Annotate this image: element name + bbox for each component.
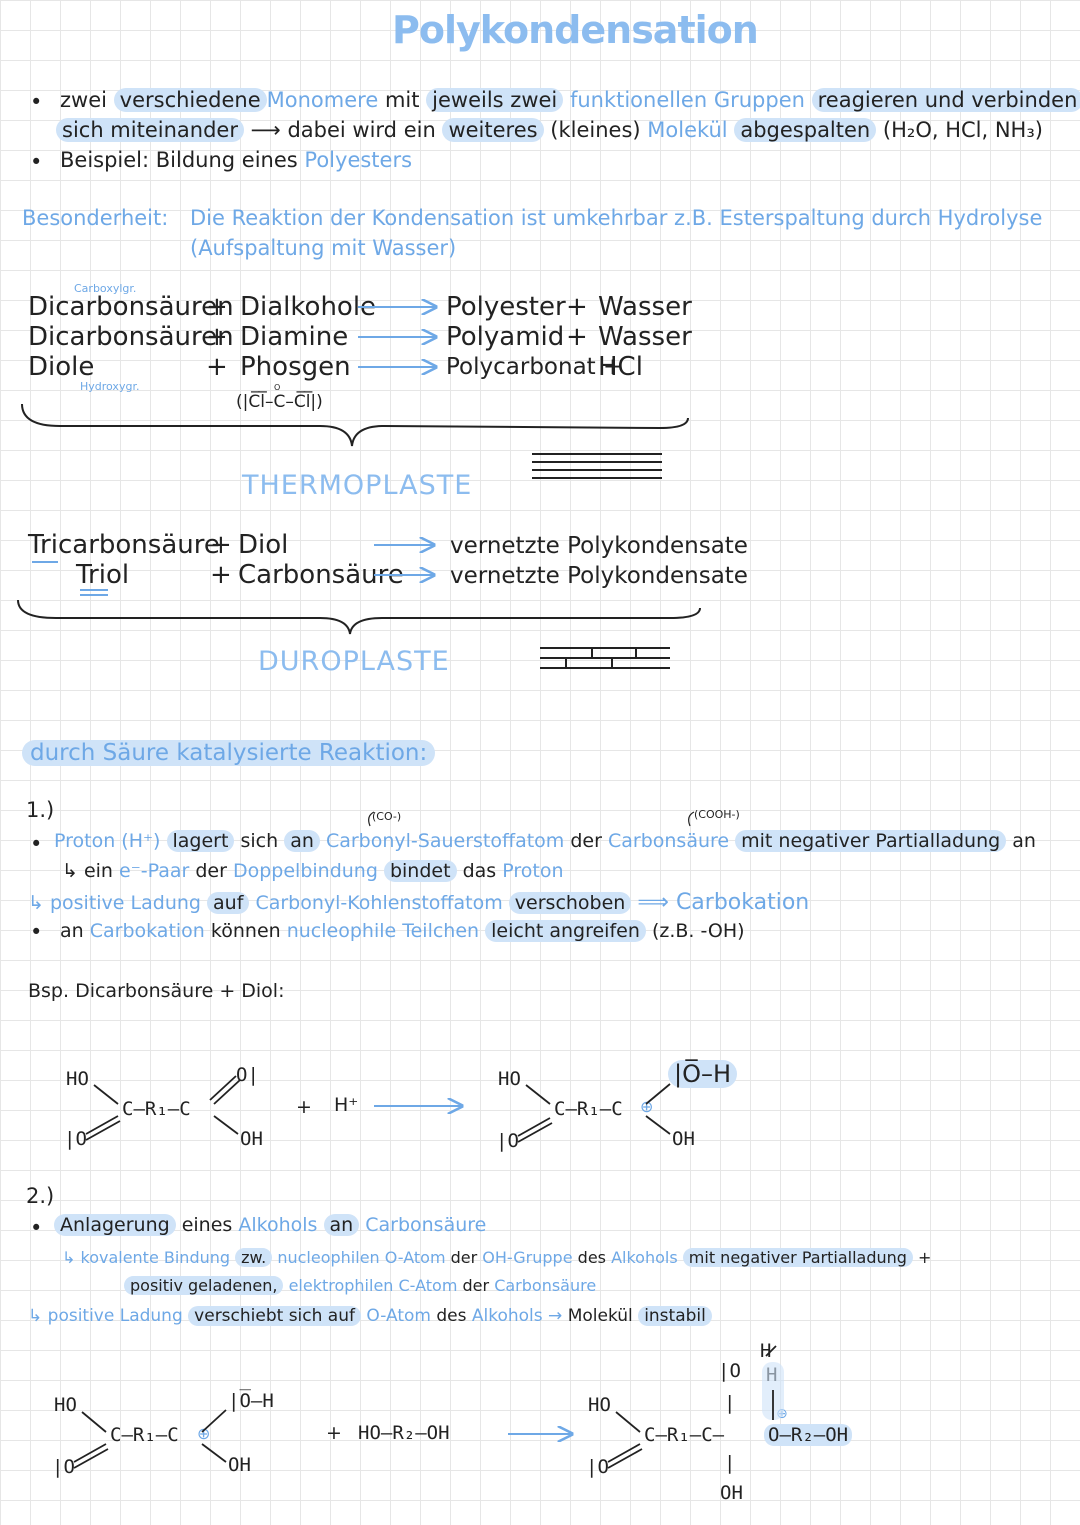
step-2-line-1: Anlagerung eines Alkohols an Carbonsäure <box>54 1214 486 1236</box>
r2-o-h: |O̅–H <box>228 1390 274 1412</box>
duro-row-1-a: Tricarbonsäure <box>28 530 220 560</box>
r1-ho: HO <box>66 1068 89 1090</box>
example-label: Bsp. Dicarbonsäure + Diol: <box>28 980 285 1002</box>
r2-ho: HO <box>54 1394 77 1416</box>
r2-o-double: |O <box>52 1456 75 1478</box>
r1p-oh: OH <box>672 1128 695 1150</box>
special-text-1: Die Reaktion der Kondensation ist umkehr… <box>190 206 1043 230</box>
cooh-hook <box>688 811 695 827</box>
bullet-dot: • <box>30 1216 43 1240</box>
r1p-o-double: |O <box>496 1130 519 1152</box>
thermo-row-1-b: Dialkohole <box>240 292 377 322</box>
r1p-ho: HO <box>498 1068 521 1090</box>
step-2-line-4: ↳ positive Ladung verschiebt sich auf O-… <box>28 1306 712 1326</box>
thermo-row-2-c: Polyamid <box>446 322 565 352</box>
r2p-o-r2-oh: O–R₂–OH <box>764 1424 853 1446</box>
r1-bonds <box>85 1075 671 1143</box>
co-note: (CO-) <box>372 810 402 823</box>
cooh-note: (COOH-) <box>694 808 740 821</box>
thermo-row-2-plus: + <box>206 322 228 352</box>
duro-row-2-c: vernetzte Polykondensate <box>450 563 748 589</box>
r2p-oh-bottom: OH <box>720 1482 743 1504</box>
thermoplast-sketch <box>532 453 662 479</box>
thermo-brace <box>21 403 689 447</box>
step-1-line-1: Proton (H⁺) lagert sich an Carbonyl-Saue… <box>54 830 1036 852</box>
thermo-row-1-a: Dicarbonsäuren <box>28 292 234 322</box>
thermo-row-3-b: Phosgen <box>240 352 351 382</box>
intro-line-3: Beispiel: Bildung eines Polyesters <box>60 148 413 172</box>
acid-heading: durch Säure katalysierte Reaktion: <box>22 740 436 766</box>
thermo-row-3-c: Polycarbonat + <box>446 354 623 380</box>
r2p-o-double: |O <box>586 1456 609 1478</box>
intro-line-2: sich miteinander ⟶ dabei wird ein weiter… <box>56 118 1043 142</box>
hydroxy-note: Hydroxygr. <box>80 380 140 393</box>
duro-row-1-b: Diol <box>238 530 289 560</box>
co-hook <box>368 811 375 827</box>
thermo-row-2-d: Wasser <box>598 322 692 352</box>
r2-bonds <box>73 1345 777 1469</box>
step-1-line-2: ↳ ein e⁻-Paar der Doppelbindung bindet d… <box>62 860 564 882</box>
thermoplaste-label: THERMOPLASTE <box>242 470 473 501</box>
special-text-2: (Aufspaltung mit Wasser) <box>190 236 457 260</box>
thermo-row-3-a: Diole <box>28 352 95 382</box>
r1p-o-h: |O̅–H <box>668 1060 738 1088</box>
r1-h-plus: H⁺ <box>334 1094 359 1116</box>
bullet-dot: • <box>30 832 43 856</box>
step-2-line-3: positiv geladenen, elektrophilen C-Atom … <box>124 1276 596 1295</box>
step-1-line-3: ↳ positive Ladung auf Carbonyl-Kohlensto… <box>28 890 810 915</box>
step-1-line-4: an Carbokation können nucleophile Teilch… <box>60 920 745 942</box>
special-label: Besonderheit: <box>22 206 169 230</box>
r2p-h-top: H <box>760 1340 772 1362</box>
r1-plus: + <box>296 1096 312 1118</box>
r2p-ho: HO <box>588 1394 611 1416</box>
duro-row-2-a: Triol <box>76 560 130 590</box>
r2p-bond-down: | <box>724 1452 736 1474</box>
r1-backbone: C–R₁–C <box>122 1098 191 1120</box>
phosgen-o: O <box>274 383 281 392</box>
duroplast-sketch <box>540 647 670 669</box>
r1-o-double: |O <box>64 1128 87 1150</box>
r2p-io: |O <box>718 1360 741 1382</box>
thermo-row-2-a: Dicarbonsäuren <box>28 322 234 352</box>
r2p-bond-up: | <box>724 1392 736 1414</box>
r2-oh: OH <box>228 1454 251 1476</box>
thermo-row-1-c: Polyester <box>446 292 566 322</box>
duro-row-2-plus: + <box>210 560 232 590</box>
r1p-backbone: C–R₁–C <box>554 1098 623 1120</box>
r2-backbone: C–R₁–C <box>110 1424 179 1446</box>
page-title: Polykondensation <box>392 8 759 52</box>
duroplaste-label: DUROPLASTE <box>258 646 450 677</box>
thermo-row-3-plus: + <box>206 352 228 382</box>
thermo-row-1-d: Wasser <box>598 292 692 322</box>
carboxyl-note: Carboxylgr. <box>74 282 137 295</box>
thermo-row-3-d: HCl <box>598 352 643 382</box>
bullet-dot: • <box>30 150 43 174</box>
r2-plus-charge: ⊕ <box>197 1424 211 1443</box>
step-1-number: 1.) <box>26 798 55 822</box>
duro-row-1-c: vernetzte Polykondensate <box>450 533 748 559</box>
r2p-backbone: C–R₁–C– <box>644 1424 725 1446</box>
r2-plus: + <box>326 1422 342 1444</box>
bullet-dot: • <box>30 920 43 944</box>
thermo-row-2-b: Diamine <box>240 322 349 352</box>
thermo-row-1-plus: + <box>206 292 228 322</box>
thermo-row-1-plus2: + <box>566 292 588 322</box>
thermo-row-2-plus2: + <box>566 322 588 352</box>
bullet-dot: • <box>30 90 43 114</box>
step-2-line-2: ↳ kovalente Bindung zw. nucleophilen O-A… <box>62 1248 932 1267</box>
step-2-number: 2.) <box>26 1184 55 1208</box>
r1-o-top: O| <box>236 1064 259 1086</box>
phosgen-formula: (|C̅l̅–C–C̅l̅|) <box>236 392 323 412</box>
duro-row-1-plus: + <box>210 530 232 560</box>
r2-alcohol: HO–R₂–OH <box>358 1422 450 1444</box>
r1-oh: OH <box>240 1128 263 1150</box>
duro-brace <box>17 599 701 635</box>
